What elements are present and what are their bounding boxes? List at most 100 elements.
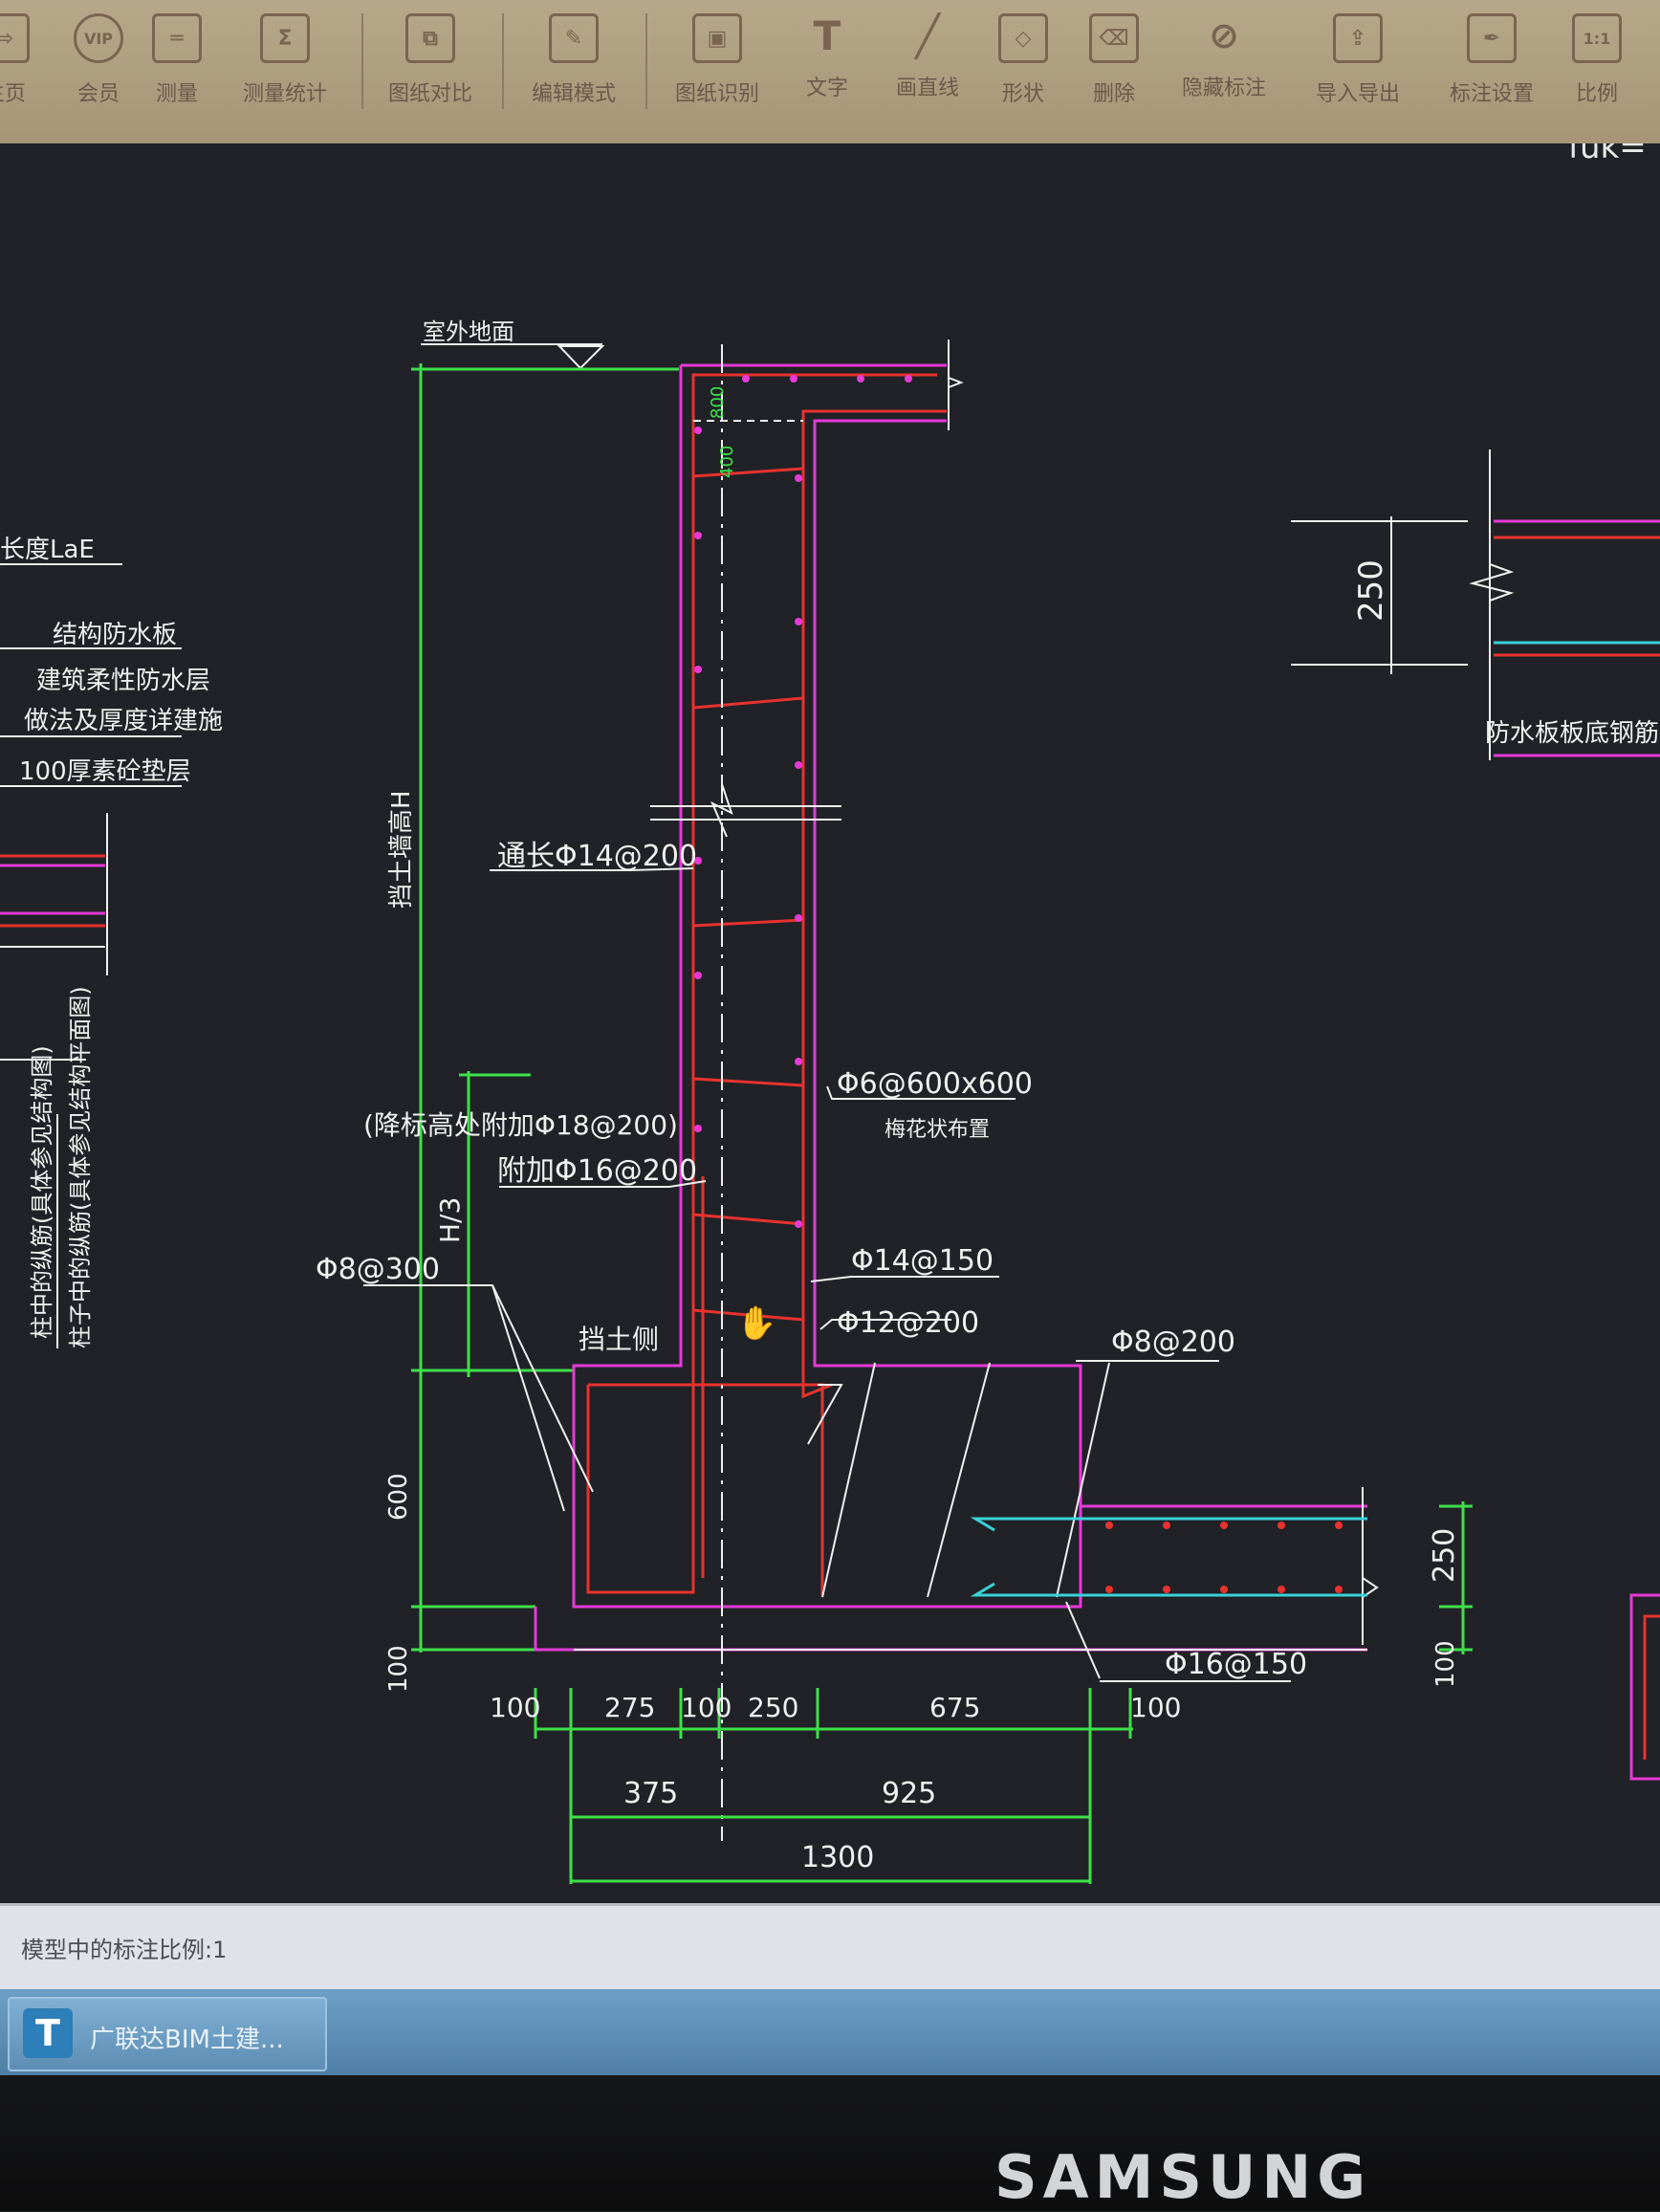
toolbar-item-measure[interactable]: ═ 测量 [143, 8, 210, 122]
toolbar-item-scale[interactable]: 1:1 比例 [1559, 8, 1635, 122]
settings-icon: ✒ [1467, 13, 1517, 63]
vip-icon: VIP [74, 13, 123, 63]
right-dim-250: 250 [1352, 559, 1390, 622]
corner-text: fuk= [1568, 143, 1647, 166]
wall-outline [534, 363, 1367, 1652]
base-rebar [807, 1362, 1110, 1679]
right-detail-rebar [1494, 519, 1660, 757]
slab-dimension [1439, 1501, 1473, 1654]
toolbar: ⇨ 主页 VIP 会员 ═ 测量 Σ 测量统计 ⧉ 图纸对比 ✎ 编辑模式 ▣ … [0, 0, 1660, 149]
elevation-marker: 室外地面 [421, 318, 605, 370]
bottom-dimensions [534, 1688, 1133, 1884]
flexible-layer-label: 建筑柔性防水层 [36, 667, 210, 695]
ruler-icon: ═ [152, 13, 202, 63]
rebar-inner-200: Φ12@200 [837, 1306, 979, 1340]
retaining-height-label: 挡土墙高H [387, 790, 416, 909]
taskbar-app-label: 广联达BIM土建... [90, 2026, 284, 2054]
soil-side-label: 挡土侧 [579, 1324, 659, 1355]
eraser-icon: ⌫ [1089, 13, 1139, 63]
h3-label: H/3 [434, 1197, 466, 1243]
rebar-outer-vert-note: 梅花状布置 [885, 1118, 990, 1142]
base-100-dim: 100 [384, 1645, 413, 1693]
break-symbol [650, 339, 1379, 1645]
dim-row3: 1300 [801, 1841, 874, 1874]
toolbar-item-delete[interactable]: ⌫ 删除 [1081, 8, 1147, 122]
wall-rebar-dots [694, 375, 912, 1228]
wall-rebar [586, 373, 947, 1595]
rebar-added-16: 附加Φ16@200 [497, 1154, 697, 1188]
hide-icon: ⊘ [1209, 14, 1239, 56]
toolbar-item-import-export[interactable]: ⇪ 导入导出 [1305, 8, 1410, 122]
toolbar-item-hide-annotations[interactable]: ⊘ 隐藏标注 [1181, 14, 1266, 100]
dim-row1-1: 275 [604, 1692, 655, 1723]
cad-drawing: fuk= 长度LaE 结构防水板 建筑柔性防水层 做法及厚度详建施 100厚素砼… [0, 143, 1660, 1884]
recognize-icon: ▣ [692, 13, 742, 63]
slab-note-label: 防水板板底钢筋 [1485, 719, 1659, 748]
height-dimension [411, 363, 679, 1653]
toolbar-item-compare[interactable]: ⧉ 图纸对比 [378, 8, 483, 122]
column-rebar-note-1: 柱中的纵筋(具体参见结构图) [29, 1045, 55, 1339]
scale-icon: 1:1 [1572, 13, 1622, 63]
dim-row2-0: 375 [623, 1777, 678, 1810]
status-text: 模型中的标注比例:1 [21, 1937, 228, 1963]
toolbar-item-line[interactable]: ╱ 画直线 [895, 11, 959, 101]
toolbar-item-text[interactable]: T 文字 [805, 11, 848, 101]
shape-icon: ◇ [998, 13, 1048, 63]
slab-dim-100: 100 [1431, 1640, 1460, 1688]
app-icon: T [23, 2008, 73, 2058]
toolbar-item-shape[interactable]: ◇ 形状 [990, 8, 1057, 122]
slab-dim-250: 250 [1428, 1528, 1461, 1583]
dim-row1-0: 100 [490, 1692, 540, 1723]
base-600-dim: 600 [384, 1473, 413, 1521]
top-dim-800: 800 [708, 386, 728, 419]
stats-icon: Σ [260, 13, 310, 63]
cushion-layer-label: 100厚素砼垫层 [19, 757, 191, 786]
hand-cursor-icon: ✋ [736, 1304, 776, 1343]
elevation-label: 室外地面 [423, 318, 514, 345]
text-icon: T [813, 11, 841, 59]
toolbar-item-recognize[interactable]: ▣ 图纸识别 [665, 8, 770, 122]
taskbar-app-button[interactable]: T 广联达BIM土建... [8, 1997, 327, 2071]
line-icon: ╱ [915, 11, 940, 59]
rebar-added-18: (降标高处附加Φ18@200) [363, 1109, 678, 1141]
rebar-bottom-150: Φ16@150 [1165, 1648, 1307, 1681]
column-rebar-note-2: 柱子中的纵筋(具体参见结构平面图) [67, 986, 94, 1348]
left-partial-detail: 长度LaE 结构防水板 建筑柔性防水层 做法及厚度详建施 100厚素砼垫层 柱中… [0, 536, 223, 1348]
dim-row1-2: 100 [681, 1692, 732, 1723]
compare-icon: ⧉ [405, 13, 455, 63]
lae-label: 长度LaE [0, 536, 95, 564]
toolbar-item-measure-stats[interactable]: Σ 测量统计 [237, 8, 333, 122]
arrow-icon: ⇨ [0, 13, 30, 63]
right-detail [1291, 449, 1515, 760]
status-bar: 模型中的标注比例:1 [0, 1903, 1660, 1992]
rebar-outer-vert: Φ6@600x600 [837, 1067, 1033, 1101]
right-edge-detail [1629, 1593, 1660, 1781]
dim-row1-5: 100 [1130, 1692, 1181, 1723]
taskbar: T 广联达BIM土建... [0, 1989, 1660, 2075]
rebar-left-300: Φ8@300 [316, 1253, 440, 1286]
toolbar-separator [502, 13, 504, 109]
build-method-label: 做法及厚度详建施 [24, 707, 223, 735]
monitor-bezel [0, 2075, 1660, 2211]
slab-rebar-dots [1105, 1522, 1343, 1593]
monitor-brand-logo: SAMSUNG [994, 2142, 1372, 2212]
slab-rebar [970, 1517, 1367, 1597]
dim-row1-4: 675 [929, 1692, 980, 1723]
edit-icon: ✎ [549, 13, 599, 63]
drawing-canvas[interactable]: fuk= 长度LaE 结构防水板 建筑柔性防水层 做法及厚度详建施 100厚素砼… [0, 143, 1660, 1903]
toolbar-item-vip[interactable]: VIP 会员 [65, 8, 132, 122]
rebar-inner-150: Φ14@150 [851, 1244, 994, 1278]
rebar-through-long: 通长Φ14@200 [497, 840, 697, 873]
toolbar-item-home[interactable]: ⇨ 主页 [0, 8, 38, 122]
export-icon: ⇪ [1333, 13, 1383, 63]
dim-row1-3: 250 [748, 1692, 798, 1723]
toolbar-item-annotation-settings[interactable]: ✒ 标注设置 [1439, 8, 1544, 122]
dim-row2-1: 925 [882, 1777, 936, 1810]
toolbar-separator [361, 13, 363, 109]
toolbar-item-edit-mode[interactable]: ✎ 编辑模式 [521, 8, 626, 122]
leader-lines [363, 867, 1291, 1682]
top-dim-400: 400 [717, 446, 737, 478]
rebar-base-200: Φ8@200 [1111, 1325, 1235, 1359]
toolbar-separator [645, 13, 647, 109]
waterproof-board-label: 结构防水板 [53, 621, 177, 649]
